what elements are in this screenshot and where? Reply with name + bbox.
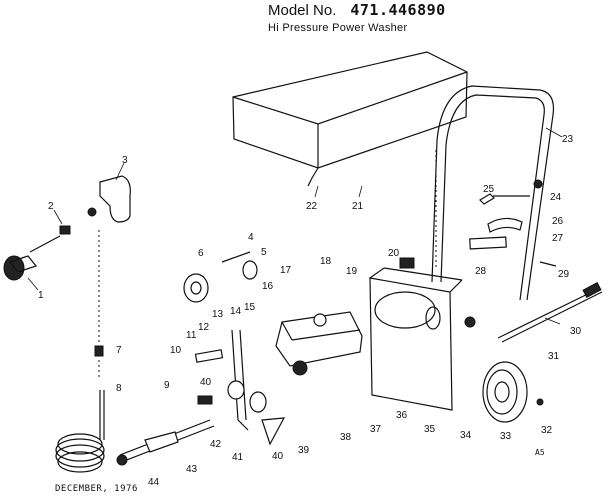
callout: 14 xyxy=(230,306,242,317)
callout: 2 xyxy=(48,201,54,212)
callout: 17 xyxy=(280,265,292,276)
callout: 12 xyxy=(198,322,210,333)
callout: 26 xyxy=(552,216,564,227)
gun-parts xyxy=(3,175,131,380)
support-bracket xyxy=(231,329,249,431)
callout: 3 xyxy=(122,155,128,166)
callout: 40 xyxy=(272,451,284,462)
callout: 38 xyxy=(340,432,352,443)
callout: 10 xyxy=(170,345,182,356)
engine-assembly xyxy=(369,257,463,411)
callout: 9 xyxy=(164,380,170,391)
model-heading: Model No. 471.446890 xyxy=(268,1,446,19)
callout: 34 xyxy=(460,430,472,441)
wand-tube xyxy=(116,349,224,466)
callout: 1 xyxy=(38,290,44,301)
pump-assembly xyxy=(275,311,363,376)
callout: 40 xyxy=(200,377,212,388)
callout: 21 xyxy=(352,201,364,212)
leader-lines xyxy=(27,127,563,325)
callout: 35 xyxy=(424,424,436,435)
callout: 31 xyxy=(548,351,560,362)
title-block: Model No. 471.446890 Hi Pressure Power Wa… xyxy=(0,0,608,40)
callout: 43 xyxy=(186,464,198,475)
callout: 37 xyxy=(370,424,382,435)
nozzle-wand xyxy=(497,282,603,343)
callout: 13 xyxy=(212,309,224,320)
callout: 29 xyxy=(558,269,570,280)
hose-coil xyxy=(55,390,105,473)
callout: 24 xyxy=(550,192,562,203)
callout: 25 xyxy=(483,184,495,195)
callout: 16 xyxy=(262,281,274,292)
hood-cover xyxy=(232,51,468,187)
callout: 23 xyxy=(562,134,574,145)
pulleys xyxy=(183,251,286,446)
callout: 18 xyxy=(320,256,332,267)
callout: 19 xyxy=(346,266,358,277)
callout: 15 xyxy=(244,302,256,313)
callout-labels: 1 2 3 4 5 6 7 8 9 10 11 12 13 14 15 16 1… xyxy=(38,134,582,488)
callout: 7 xyxy=(116,345,122,356)
handle-frame xyxy=(431,85,555,301)
callout: 33 xyxy=(500,431,512,442)
callout: 8 xyxy=(116,383,122,394)
callout: 6 xyxy=(198,248,204,259)
callout: 20 xyxy=(388,248,400,259)
callout: 36 xyxy=(396,410,408,421)
model-number: 471.446890 xyxy=(350,1,446,19)
print-date: DECEMBER, 1976 xyxy=(55,484,138,494)
callout: 32 xyxy=(541,425,553,436)
model-label: Model No. xyxy=(268,2,337,19)
wheel xyxy=(464,316,544,423)
callout: 41 xyxy=(232,452,244,463)
callout: 39 xyxy=(298,445,310,456)
callout: 5 xyxy=(261,247,267,258)
callout: 4 xyxy=(248,232,254,243)
callout: 22 xyxy=(306,201,318,212)
product-subtitle: Hi Pressure Power Washer xyxy=(268,22,408,34)
callout: 42 xyxy=(210,439,222,450)
bracket-hardware xyxy=(469,179,557,267)
callout: 30 xyxy=(570,326,582,337)
callout: 28 xyxy=(475,266,487,277)
callout: 44 xyxy=(148,477,160,488)
callout: 27 xyxy=(552,233,564,244)
callout: 11 xyxy=(186,330,197,341)
corner-mark: A5 xyxy=(535,448,545,457)
